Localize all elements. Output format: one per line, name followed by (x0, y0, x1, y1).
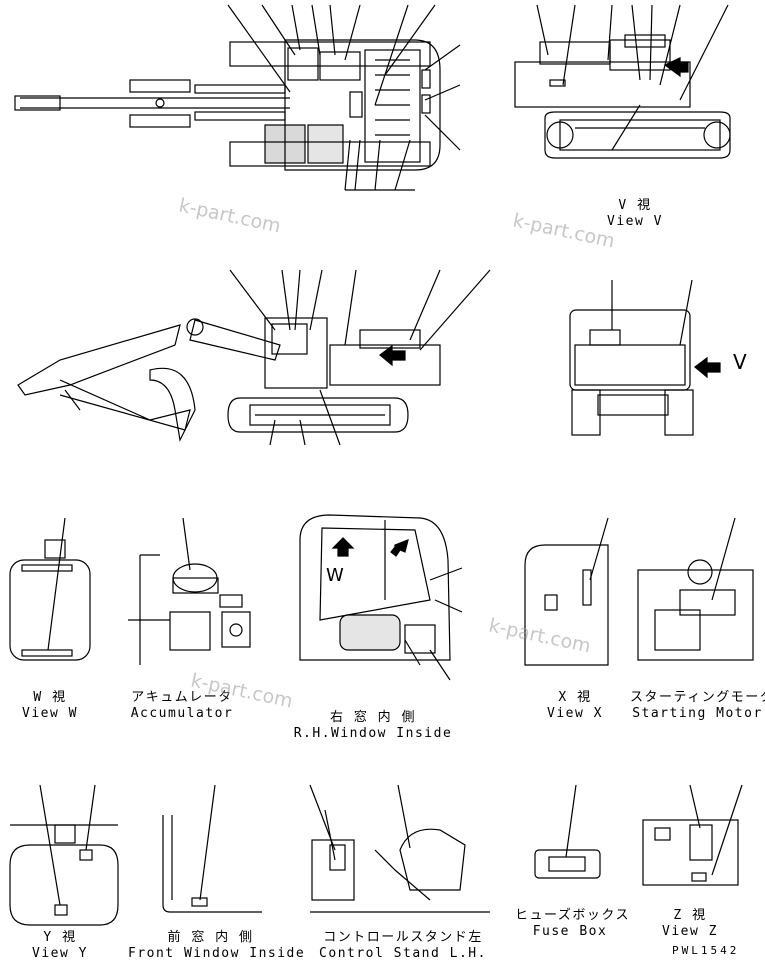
rh-window-drawing (299, 514, 463, 681)
excavator-rear-view (569, 279, 721, 436)
front-window-drawing (162, 784, 262, 913)
view-w-drawing (9, 517, 91, 661)
view-z-drawing (642, 784, 743, 886)
accumulator-drawing (128, 517, 251, 665)
drawing-code: PWL1542 (672, 944, 740, 957)
control-stand-drawing (309, 784, 490, 913)
starting-motor-drawing (637, 517, 754, 661)
excavator-top-view (14, 4, 461, 191)
view-x-drawing (524, 517, 609, 666)
view-y-drawing (9, 784, 119, 926)
view-w-marker: W (326, 565, 344, 586)
fuse-box-drawing (534, 784, 601, 879)
excavator-side-view (17, 269, 491, 446)
excavator-view-v (514, 4, 731, 159)
view-v-marker: V (733, 350, 747, 374)
